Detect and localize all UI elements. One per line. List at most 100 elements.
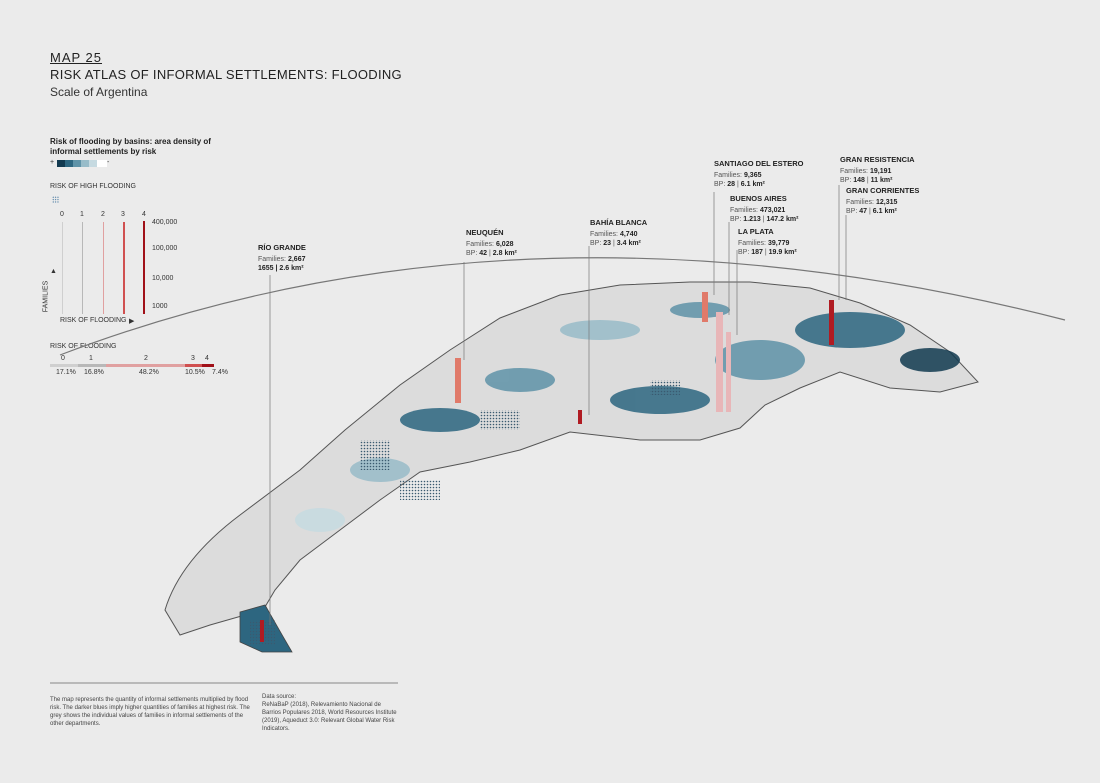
risk-line-3	[123, 222, 125, 314]
bp-label: BP:	[846, 208, 858, 215]
basin-legend-title: Risk of flooding by basins: area density…	[50, 137, 211, 156]
map-description: The map represents the quantity of infor…	[50, 697, 250, 727]
legend-minus: -	[107, 159, 110, 166]
families-label: Families:	[846, 199, 875, 206]
page-subtitle: Scale of Argentina	[50, 85, 148, 99]
family-tick: 400,000	[152, 219, 178, 226]
risk-line-1	[82, 222, 83, 314]
bar-santiago	[702, 292, 708, 322]
distribution-segment	[78, 364, 106, 367]
bp-label: BP:	[466, 250, 478, 257]
bp-label: BP:	[590, 240, 602, 247]
families-value: 2,667	[287, 256, 306, 263]
city-name: LA PLATA	[738, 227, 774, 236]
family-tick: 10,000	[152, 275, 174, 282]
risk-line-4	[143, 221, 145, 314]
bp-value: 23	[603, 240, 612, 247]
bp-value: 47	[859, 208, 868, 215]
horizon-curve	[59, 257, 1066, 356]
area-value: 2.8 km²	[492, 250, 517, 257]
city-name: RÍO GRANDE	[258, 243, 306, 252]
data-source: Data source: ReNaBaP (2018), Relevamient…	[262, 693, 397, 733]
dist-percent: 7.4%	[212, 369, 228, 376]
bar-buenos-aires	[716, 312, 723, 412]
families-value: 9,365	[743, 172, 762, 179]
blue-swatch	[81, 160, 89, 167]
families-label: Families:	[258, 256, 287, 263]
source-text: ReNaBaP (2018), Relevamiento Nacional de…	[262, 702, 397, 732]
source-title: Data source:	[262, 694, 297, 700]
bp-value: 28	[727, 181, 736, 188]
dist-percent: 17.1%	[56, 369, 76, 376]
settlement-bars	[260, 292, 834, 642]
families-value: 19,191	[869, 168, 892, 175]
basin-patches	[295, 302, 960, 532]
bar-rio-grande	[260, 620, 264, 642]
families-value: 6,028	[495, 241, 514, 248]
legend-plus: +	[50, 159, 55, 166]
risk-line-0	[62, 222, 63, 314]
area-value: 147.2 km²	[766, 216, 799, 223]
risk-axis-label: RISK OF FLOODING	[60, 317, 127, 324]
city-name: NEUQUÉN	[466, 228, 504, 237]
risk-level-2: 2	[101, 211, 105, 218]
callout-lines	[269, 185, 847, 625]
bp-label: BP:	[840, 177, 852, 184]
families-label: Families:	[738, 240, 767, 247]
blue-swatch	[57, 160, 65, 167]
dist-percent: 16.8%	[84, 369, 104, 376]
high-flooding-label: RISK OF HIGH FLOODING	[50, 183, 136, 190]
bp-value: 148	[853, 177, 865, 184]
dist-level: 3	[191, 355, 195, 362]
dist-level: 4	[205, 355, 209, 362]
bp-value: 1.213	[743, 216, 761, 223]
city-name: GRAN CORRIENTES	[846, 186, 920, 195]
bar-la-plata	[726, 332, 731, 412]
page-title: RISK ATLAS OF INFORMAL SETTLEMENTS: FLOO…	[50, 67, 402, 82]
family-tick: 1000	[152, 303, 168, 310]
city-name: BAHÍA BLANCA	[590, 218, 648, 227]
risk-level-4: 4	[142, 211, 146, 218]
area-value: 11 km²	[870, 177, 893, 184]
family-tick: 100,000	[152, 245, 178, 252]
distribution-segment	[105, 364, 185, 367]
bp-value: 42	[479, 250, 488, 257]
distribution-segment	[201, 364, 214, 367]
bp-label: BP:	[714, 181, 726, 188]
blue-swatch	[73, 160, 81, 167]
families-value: 12,315	[875, 199, 898, 206]
dist-percent: 10.5%	[185, 369, 205, 376]
map-number: MAP 25	[50, 50, 103, 65]
families-value: 4,740	[619, 231, 638, 238]
arrow-right-icon: ▶	[129, 318, 135, 325]
distribution-segment	[50, 364, 79, 367]
risk-level-3: 3	[121, 211, 125, 218]
bp-value: 1655 | 2.6 km²	[258, 265, 304, 272]
city-name: SANTIAGO DEL ESTERO	[714, 159, 804, 168]
city-name: GRAN RESISTENCIA	[840, 155, 915, 164]
area-value: 3.4 km²	[616, 240, 641, 247]
families-value: 473,021	[759, 207, 786, 214]
city-label-rio-grande: RÍO GRANDE Families: 2,667 1655 | 2.6 km…	[258, 243, 306, 273]
dist-level: 2	[144, 355, 148, 362]
bp-label: BP:	[730, 216, 742, 223]
families-label: Families:	[590, 231, 619, 238]
families-value: 39,779	[767, 240, 790, 247]
dist-percent: 48.2%	[139, 369, 159, 376]
distribution-bar	[50, 364, 214, 367]
bp-value: 187	[751, 249, 763, 256]
blue-swatch	[97, 160, 107, 167]
area-value: 6.1 km²	[872, 208, 897, 215]
area-value: 6.1 km²	[740, 181, 765, 188]
families-label: Families:	[840, 168, 869, 175]
dot-pattern-icon	[52, 196, 59, 203]
families-label: Families:	[466, 241, 495, 248]
blue-scale	[57, 160, 107, 167]
